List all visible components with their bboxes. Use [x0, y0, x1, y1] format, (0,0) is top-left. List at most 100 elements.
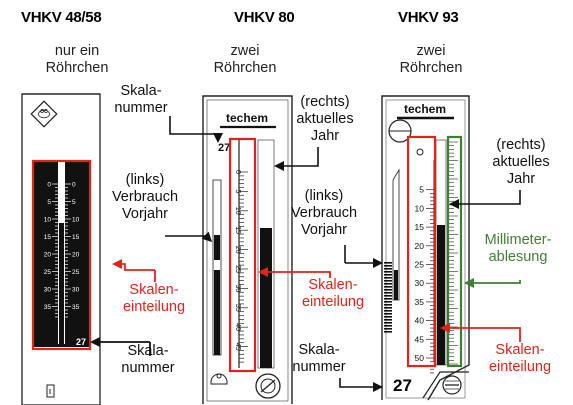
barcode-bar — [384, 292, 392, 294]
scale-vhkv80: 0 5 10 15 20 25 30 35 40 45 — [234, 170, 248, 363]
scale-label: 30 — [234, 285, 241, 293]
scale-label: 50 — [415, 353, 425, 363]
arrow-skalennummer-2 — [169, 116, 223, 143]
scale-number-vhkv80: 27 — [218, 142, 230, 154]
device-vhkv93: techem 5 10 15 20 25 30 35 40 45 50 — [381, 95, 470, 401]
scale-label: 25 — [415, 260, 425, 270]
label-skaleneinteilung-vhkv93: Skalen- einteilung — [488, 342, 552, 375]
barcode-bar — [384, 301, 392, 303]
tube-count-vhkv80: zwei Röhrchen — [213, 43, 277, 76]
scale-label: 45 — [415, 334, 425, 344]
barcode-bar — [384, 271, 392, 273]
scale-label: 35 — [72, 304, 80, 311]
label-links-vorjahr-vhkv93: (links) Verbrauch Vorjahr — [290, 188, 358, 238]
barcode-bar — [384, 289, 392, 291]
scale-label: 15 — [44, 234, 52, 241]
scale-label: 45 — [234, 343, 241, 351]
scale-label: 0 — [234, 170, 241, 174]
brand-logo-vhkv80: techem — [226, 111, 268, 125]
scale-label: 10 — [415, 203, 425, 213]
scale-number-vhkv48: 27 — [76, 337, 86, 347]
scale-label: 5 — [419, 185, 424, 195]
scale-label: 40 — [234, 323, 241, 331]
label-skaleneinteilung-vhkv80: Skalen- einteilung — [301, 277, 365, 310]
scale-label: 0 — [72, 182, 76, 189]
barcode-bar — [384, 331, 392, 333]
barcode-bar — [384, 307, 392, 309]
scale-label: 30 — [44, 287, 52, 294]
barcode-bar — [384, 319, 392, 321]
device-title-vhkv80: VHKV 80 — [234, 9, 295, 26]
scale-label: 15 — [72, 234, 80, 241]
barcode-bar — [384, 304, 392, 306]
barcode-bar — [384, 283, 392, 285]
barcode-vhkv93 — [384, 262, 392, 333]
scale-label: 10 — [72, 217, 80, 224]
arrow-skaleneinteilung-3 — [440, 323, 521, 342]
scale-label: 5 — [234, 189, 241, 193]
barcode-bar — [384, 274, 392, 276]
tube-count-vhkv48: nur ein Röhrchen — [45, 43, 109, 76]
scale-label: 15 — [415, 222, 425, 232]
scale-label: 25 — [234, 265, 241, 273]
scale-label: 0 — [47, 182, 51, 189]
label-skalennummer-vhkv80: Skala- nummer — [114, 83, 168, 116]
scale-label: 10 — [44, 217, 52, 224]
scale-label: 15 — [234, 226, 241, 234]
device-vhkv80: techem 27 0 5 10 15 20 25 30 35 40 45 — [202, 95, 293, 404]
label-millimeterablesung: Millimeter- ablesung — [484, 232, 552, 265]
scale-label: 25 — [72, 269, 80, 276]
barcode-bar — [384, 298, 392, 300]
scale-label: 5 — [72, 199, 76, 206]
label-skaleneinteilung-vhkv48: Skalen- einteilung — [122, 282, 186, 315]
device-title-vhkv48: VHKV 48/58 — [21, 9, 102, 26]
barcode-bar — [384, 277, 392, 279]
barcode-bar — [384, 268, 392, 270]
scale-label: 20 — [72, 252, 80, 259]
scale-label: 5 — [47, 199, 51, 206]
scale-label: 35 — [415, 297, 425, 307]
label-rechts-jahr-vhkv80: (rechts) aktuelles Jahr — [296, 94, 354, 144]
scale-label: 20 — [234, 246, 241, 254]
label-links-vorjahr-vhkv80: (links) Verbrauch Vorjahr — [111, 172, 179, 222]
tube-count-vhkv93: zwei Röhrchen — [399, 43, 463, 76]
device-title-vhkv93: VHKV 93 — [398, 9, 459, 26]
scale-label: 20 — [415, 241, 425, 251]
scale-label: 35 — [44, 304, 52, 311]
scale-label: 25 — [44, 269, 52, 276]
arrow-millimeter-3 — [464, 278, 521, 288]
barcode-bar — [384, 262, 392, 264]
scale-number-vhkv93: 27 — [393, 376, 412, 395]
scale-vhkv48: 0 0 5 5 10 10 15 15 20 20 25 25 30 30 35 35 — [44, 182, 80, 318]
barcode-bar — [384, 322, 392, 324]
scale-label: 20 — [44, 252, 52, 259]
barcode-bar — [384, 316, 392, 318]
barcode-bar — [384, 265, 392, 267]
millimeter-ruler-vhkv93 — [449, 141, 458, 365]
scale-label: 30 — [72, 287, 80, 294]
label-skalennummer-vhkv93: Skala- nummer — [292, 342, 346, 375]
barcode-bar — [384, 280, 392, 282]
barcode-bar — [384, 328, 392, 330]
barcode-bar — [384, 295, 392, 297]
scale-label: 30 — [415, 278, 425, 288]
scale-label: 40 — [415, 316, 425, 326]
scale-label: 10 — [234, 207, 241, 215]
device-vhkv48: 0 0 5 5 10 10 15 15 20 20 25 25 30 30 35 35 27 — [21, 93, 101, 405]
barcode-bar — [384, 313, 392, 315]
arrow-skalennummer-3 — [339, 378, 383, 392]
arrow-links-vorjahr-2 — [165, 231, 213, 243]
label-rechts-jahr-vhkv93: (rechts) aktuelles Jahr — [492, 137, 550, 187]
label-skalennummer-vhkv48: Skala- nummer — [121, 343, 175, 376]
oc-badge: OC — [40, 109, 48, 115]
arrow-rechts-jahr-3 — [449, 190, 521, 209]
barcode-bar — [384, 286, 392, 288]
brand-logo-vhkv93: techem — [404, 102, 446, 116]
barcode-bar — [384, 310, 392, 312]
scale-label: 35 — [234, 304, 241, 312]
arrow-skaleneinteilung-1 — [112, 259, 155, 271]
arrow-skaleneinteilung-2 — [258, 267, 331, 278]
arrow-rechts-jahr-2 — [274, 147, 319, 171]
barcode-bar — [384, 325, 392, 327]
